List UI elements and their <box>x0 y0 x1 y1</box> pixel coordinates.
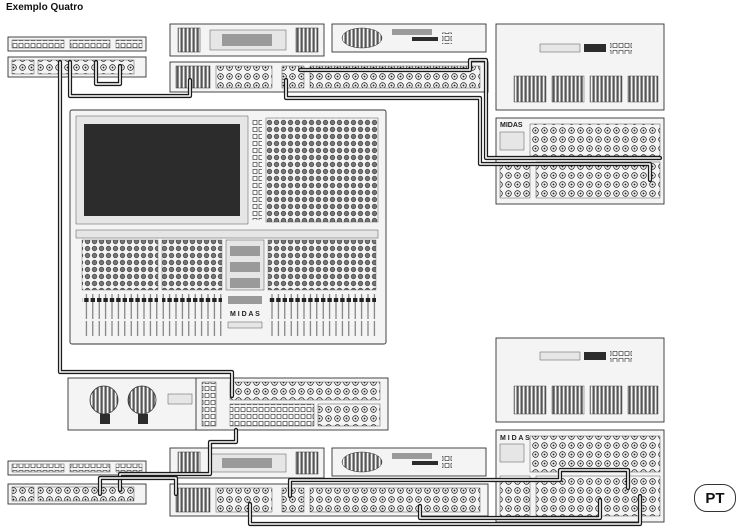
cable-routing <box>57 57 663 527</box>
rack-unit-bottom-left-1 <box>7 460 147 476</box>
brand-logo: MIDAS <box>500 122 523 129</box>
power-amplifier-top <box>169 23 325 57</box>
rack-unit-top-left-2 <box>7 56 147 78</box>
diagram-title: Exemplo Quatro <box>6 2 84 13</box>
stage-device-bottom <box>331 447 487 477</box>
io-expansion-rack <box>195 377 389 431</box>
dl-stagebox-mid-right <box>495 337 665 423</box>
digital-mixing-console: M I D A S <box>69 109 387 345</box>
stagebox-top <box>169 61 489 93</box>
svg-text:M I D A S: M I D A S <box>500 435 530 442</box>
rack-unit-top-left-1 <box>7 36 147 52</box>
dl-stagebox-io-top-right: MIDAS <box>495 117 665 205</box>
power-supply-rack <box>67 377 209 431</box>
language-badge[interactable]: PT <box>694 484 736 512</box>
rack-unit-bottom-left-2 <box>7 483 147 505</box>
stagebox-bottom <box>169 483 489 517</box>
svg-text:M I D A S: M I D A S <box>230 311 260 318</box>
dl-stagebox-top-right <box>495 23 665 111</box>
console-touchscreen <box>84 124 240 216</box>
stage-device-top <box>331 23 487 53</box>
